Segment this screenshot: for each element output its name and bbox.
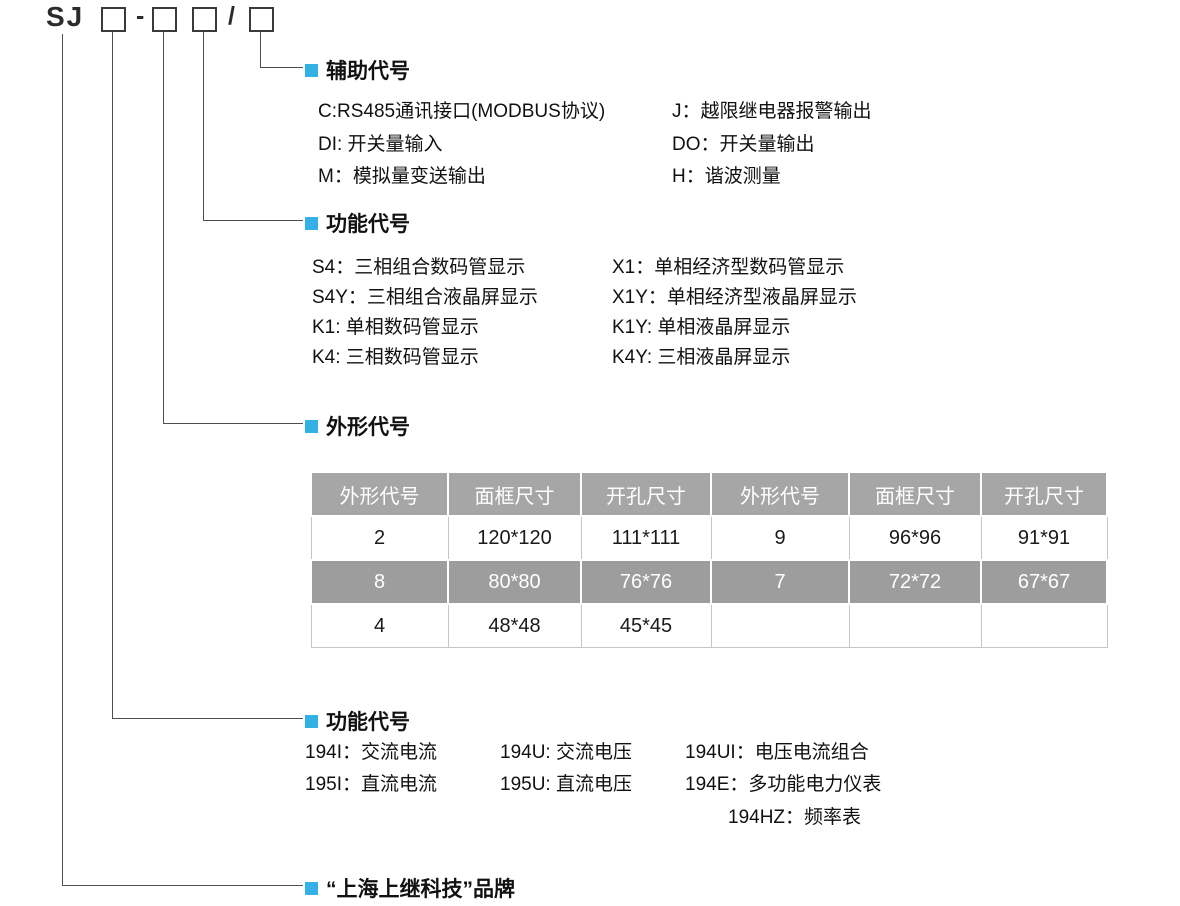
section-title-shape: 外形代号 xyxy=(305,411,410,441)
model-box-shape xyxy=(152,7,177,32)
bullet-icon xyxy=(305,216,318,230)
table-cell: 7 xyxy=(710,559,850,605)
table-row: 4 48*48 45*45 xyxy=(310,603,1108,648)
product-item: 194UI：电压电流组合 xyxy=(685,742,869,763)
table-cell xyxy=(848,603,982,648)
aux-item: M：模拟量变送输出 xyxy=(318,166,486,187)
table-header-cell: 开孔尺寸 xyxy=(980,471,1108,517)
table-header-row: 外形代号 面框尺寸 开孔尺寸 外形代号 面框尺寸 开孔尺寸 xyxy=(310,471,1108,517)
bullet-icon xyxy=(305,714,318,728)
table-cell: 72*72 xyxy=(848,559,982,605)
table-cell xyxy=(980,603,1108,648)
section-title-auxiliary: 辅助代号 xyxy=(305,55,410,85)
product-item: 195I：直流电流 xyxy=(305,774,437,795)
table-cell: 96*96 xyxy=(848,515,982,561)
section-title-text: 功能代号 xyxy=(326,711,410,734)
table-header-cell: 开孔尺寸 xyxy=(580,471,712,517)
table-cell: 111*111 xyxy=(580,515,712,561)
table-cell: 76*76 xyxy=(580,559,712,605)
display-function-item: X1：单相经济型数码管显示 xyxy=(612,257,845,278)
model-slash: / xyxy=(228,2,235,30)
display-function-item: S4Y：三相组合液晶屏显示 xyxy=(312,287,538,308)
model-dash: - xyxy=(136,2,145,30)
table-row: 8 80*80 76*76 7 72*72 67*67 xyxy=(310,559,1108,605)
table-cell xyxy=(710,603,850,648)
aux-item: DO：开关量输出 xyxy=(672,134,815,155)
product-item: 194I：交流电流 xyxy=(305,742,437,763)
table-cell: 45*45 xyxy=(580,603,712,648)
table-cell: 9 xyxy=(710,515,850,561)
table-row: 2 120*120 111*111 9 96*96 91*91 xyxy=(310,515,1108,561)
section-title-display-function: 功能代号 xyxy=(305,208,410,238)
display-function-item: K4Y: 三相液晶屏显示 xyxy=(612,347,791,368)
connector-display-function xyxy=(203,32,303,221)
bullet-icon xyxy=(305,881,318,895)
bullet-icon xyxy=(305,63,318,77)
display-function-item: K4: 三相数码管显示 xyxy=(312,347,479,368)
table-cell: 4 xyxy=(310,603,449,648)
display-function-item: S4：三相组合数码管显示 xyxy=(312,257,526,278)
product-item: 195U: 直流电压 xyxy=(500,774,632,795)
display-function-item: X1Y：单相经济型液晶屏显示 xyxy=(612,287,857,308)
aux-item: C:RS485通讯接口(MODBUS协议) xyxy=(318,101,606,122)
table-cell: 67*67 xyxy=(980,559,1108,605)
connector-product-function xyxy=(112,32,303,719)
table-header-cell: 外形代号 xyxy=(310,471,449,517)
aux-item: DI: 开关量输入 xyxy=(318,134,443,155)
connector-brand xyxy=(62,34,303,886)
connector-auxiliary xyxy=(260,32,303,68)
product-item: 194U: 交流电压 xyxy=(500,742,632,763)
section-title-text: 功能代号 xyxy=(326,213,410,236)
display-function-item: K1Y: 单相液晶屏显示 xyxy=(612,317,791,338)
aux-item: J：越限继电器报警输出 xyxy=(672,101,872,122)
table-cell: 2 xyxy=(310,515,449,561)
table-cell: 91*91 xyxy=(980,515,1108,561)
table-cell: 8 xyxy=(310,559,449,605)
table-cell: 80*80 xyxy=(447,559,582,605)
model-box-function xyxy=(192,7,217,32)
display-function-item: K1: 单相数码管显示 xyxy=(312,317,479,338)
product-item: 194HZ：频率表 xyxy=(728,807,862,828)
bullet-icon xyxy=(305,419,318,433)
table-cell: 120*120 xyxy=(447,515,582,561)
model-prefix: SJ xyxy=(46,1,85,32)
model-box-type xyxy=(101,7,126,32)
connector-shape xyxy=(163,32,303,424)
model-box-auxiliary xyxy=(249,7,274,32)
section-title-text: 辅助代号 xyxy=(326,60,410,83)
product-item: 194E：多功能电力仪表 xyxy=(685,774,882,795)
section-title-text: 外形代号 xyxy=(326,416,410,439)
table-header-cell: 外形代号 xyxy=(710,471,850,517)
shape-table: 外形代号 面框尺寸 开孔尺寸 外形代号 面框尺寸 开孔尺寸 2 120*120 … xyxy=(310,471,1108,648)
section-title-brand: “上海上继科技”品牌 xyxy=(305,873,515,903)
table-header-cell: 面框尺寸 xyxy=(848,471,982,517)
aux-item: H：谐波测量 xyxy=(672,166,781,187)
brand-label: “上海上继科技”品牌 xyxy=(326,878,515,901)
section-title-product-function: 功能代号 xyxy=(305,706,410,736)
table-cell: 48*48 xyxy=(447,603,582,648)
table-header-cell: 面框尺寸 xyxy=(447,471,582,517)
